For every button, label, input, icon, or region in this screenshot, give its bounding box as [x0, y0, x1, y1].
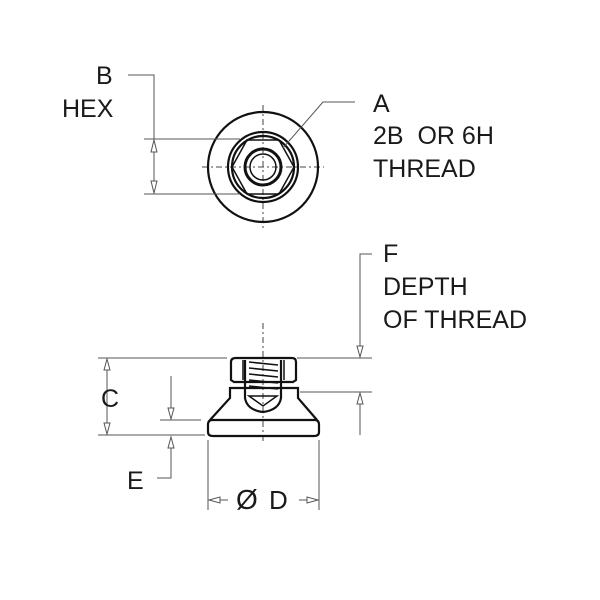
hex-outer-circle [226, 130, 300, 204]
label-thread-class: 2B OR 6H [373, 122, 494, 150]
hex-body [229, 356, 298, 384]
thread-major-circle [243, 147, 283, 187]
label-b: B [96, 62, 113, 90]
dimension-e [157, 376, 201, 479]
dimension-f [297, 253, 372, 435]
drill-point [246, 395, 280, 407]
dimension-c [98, 357, 227, 436]
dimension-b [128, 74, 240, 195]
leader-a [282, 101, 355, 149]
dimension-d [207, 440, 320, 510]
diameter-symbol: Ø [236, 484, 258, 515]
hex-inner-circle [230, 134, 296, 200]
label-of-thread: OF THREAD [383, 306, 527, 334]
label-hex: HEX [62, 95, 114, 123]
label-depth: DEPTH [383, 273, 468, 301]
thread-lines [248, 361, 279, 390]
label-thread: THREAD [373, 155, 476, 183]
thread-bore [243, 360, 283, 414]
label-c: C [101, 385, 119, 413]
outer-flange-circle [206, 110, 320, 224]
side-view [206, 323, 321, 444]
top-view [202, 105, 324, 228]
label-f: F [383, 240, 398, 268]
label-d: D [269, 485, 288, 515]
thread-minor-circle [249, 153, 277, 181]
label-e: E [127, 467, 144, 495]
label-a: A [373, 90, 390, 118]
base-flange [206, 418, 321, 438]
